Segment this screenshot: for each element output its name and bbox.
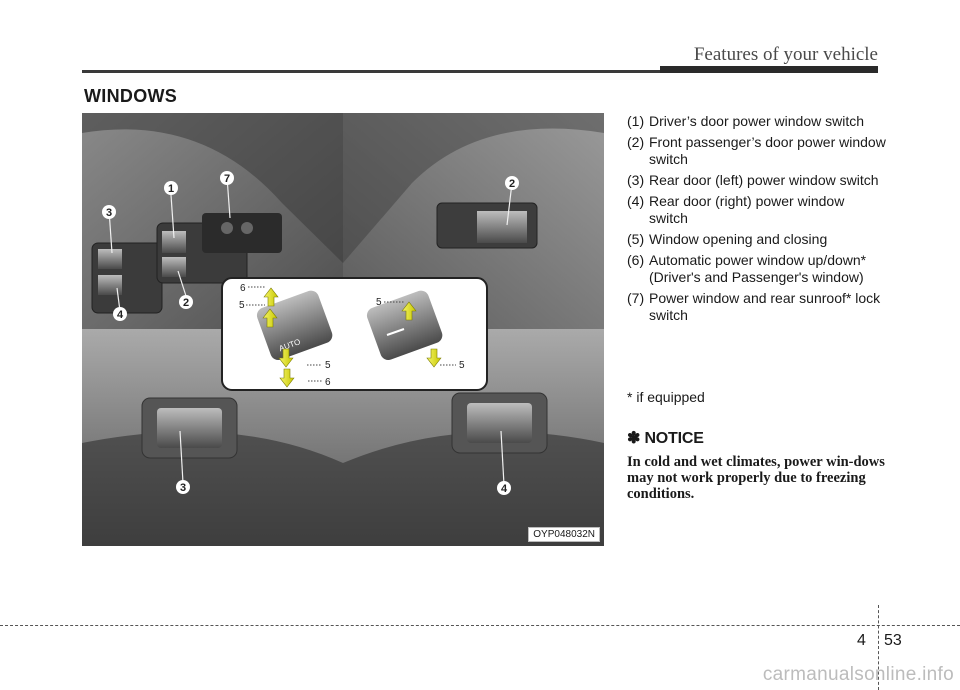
- callout-2-right: 2: [505, 176, 519, 190]
- list-item: (6)Automatic power window up/down* (Driv…: [627, 252, 867, 285]
- callout-1: 1: [164, 181, 178, 195]
- callout-3-bottom: 3: [176, 480, 190, 494]
- watermark[interactable]: carmanualsonline.info: [762, 664, 954, 685]
- list-item: (3)Rear door (left) power window switch: [627, 172, 879, 188]
- list-item: (4)Rear door (right) power window switch: [627, 193, 845, 226]
- running-header: Features of your vehicle: [693, 44, 878, 65]
- switch-detail-inset: AUTO 6 5: [221, 277, 488, 391]
- inset-label-6-top: 6: [240, 283, 246, 294]
- figure-code: OYP048032N: [528, 527, 600, 542]
- chapter-number: 4: [857, 632, 866, 649]
- section-heading: WINDOWS: [84, 86, 178, 106]
- notice-title: ✽ NOTICE: [627, 430, 704, 447]
- footer-divider: [878, 605, 879, 690]
- list-item: (1)Driver’s door power window switch: [627, 113, 865, 129]
- inset-label-6-bottom: 6: [325, 377, 331, 388]
- svg-text:3: 3: [180, 482, 186, 494]
- svg-text:7: 7: [224, 173, 230, 185]
- inset-label-5-right-bottom: 5: [459, 360, 465, 371]
- callout-4: 4: [113, 307, 127, 321]
- svg-text:2: 2: [509, 178, 515, 190]
- callout-7: 7: [220, 171, 234, 185]
- list-item: (7)Power window and rear sunroof* lock s…: [627, 290, 881, 323]
- inset-label-5-right-top: 5: [376, 297, 382, 308]
- svg-text:4: 4: [501, 483, 508, 495]
- callout-4-bottom: 4: [497, 481, 511, 495]
- footer-rule: [0, 625, 960, 626]
- page-number: 53: [884, 632, 902, 649]
- footnote: * if equipped: [627, 389, 705, 405]
- list-item: (2)Front passenger’s door power window s…: [627, 134, 886, 167]
- list-item: (5)Window opening and closing: [627, 231, 828, 247]
- notice-body: In cold and wet climates, power win-dows…: [627, 454, 885, 502]
- svg-text:1: 1: [168, 183, 174, 195]
- svg-text:2: 2: [183, 297, 189, 309]
- svg-text:3: 3: [106, 207, 112, 219]
- header-rule-accent: [660, 66, 878, 73]
- inset-label-5-top: 5: [239, 300, 245, 311]
- header-rule: [82, 70, 878, 73]
- figure-illustration: 1 2 3 4 7 2 3 4 AUTO: [82, 113, 604, 546]
- svg-text:4: 4: [117, 309, 124, 321]
- window-switch-figure: 1 2 3 4 7 2 3 4 AUTO: [82, 113, 604, 546]
- callout-3: 3: [102, 205, 116, 219]
- feature-list: (1)Driver’s door power window switch (2)…: [627, 113, 887, 328]
- callout-2: 2: [179, 295, 193, 309]
- inset-label-5-bottom: 5: [325, 360, 331, 371]
